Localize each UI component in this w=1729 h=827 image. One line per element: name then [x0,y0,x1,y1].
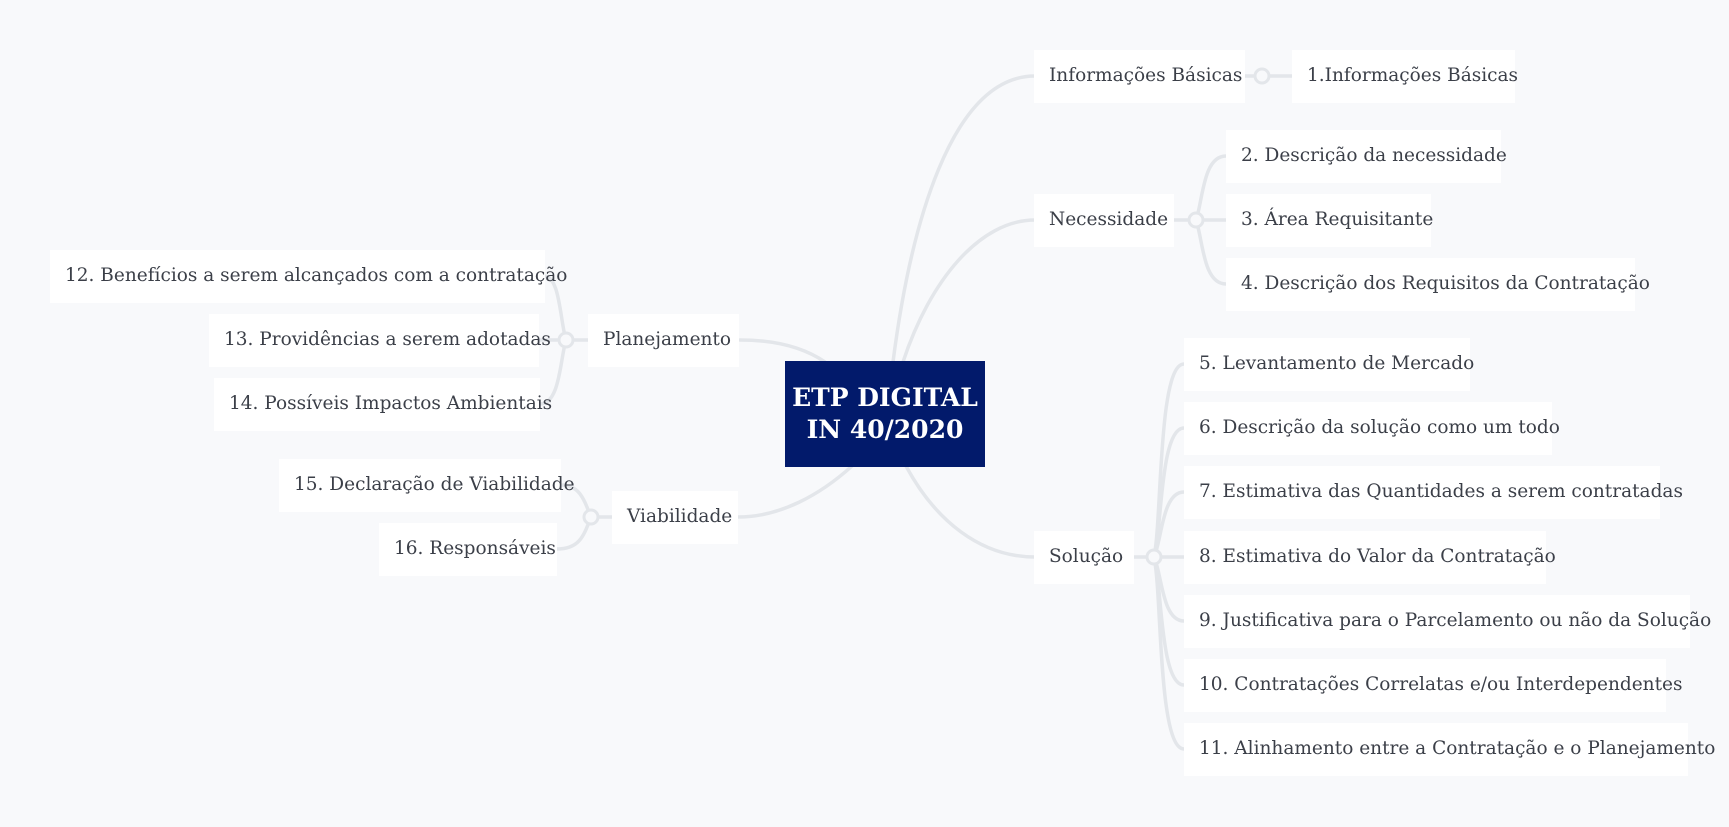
link-necessidade-child-1 [1194,154,1228,222]
leaf-node-9[interactable]: 9. Justificativa para o Parcelamento ou … [1184,595,1711,648]
branch-node-viabilidade[interactable]: Viabilidade [612,491,738,544]
leaf-node-16[interactable]: 16. Responsáveis [379,523,557,576]
leaf-node-4[interactable]: 4. Descrição dos Requisitos da Contrataç… [1226,258,1650,311]
link-necessidade-child-3 [1194,218,1228,286]
collapse-knob-planejamento[interactable] [557,331,575,349]
leaf-node-13[interactable]: 13. Providências a serem adotadas [209,314,551,367]
leaf-node-3[interactable]: 3. Área Requisitante [1226,194,1433,247]
root-title-line-2: IN 40/2020 [806,415,964,444]
collapse-knob-necessidade[interactable] [1187,211,1205,229]
link-root-viabilidade [736,464,854,519]
leaf-node-8[interactable]: 8. Estimativa do Valor da Contratação [1184,531,1556,584]
leaf-node-11[interactable]: 11. Alinhamento entre a Contratação e o … [1184,723,1715,776]
link-root-planejamento [738,338,827,364]
collapse-knob-viabilidade[interactable] [582,508,600,526]
link-root-informacoes [891,74,1037,364]
leaf-node-2[interactable]: 2. Descrição da necessidade [1226,130,1507,183]
link-solucao-child-7 [1152,555,1186,751]
leaf-node-7[interactable]: 7. Estimativa das Quantidades a serem co… [1184,466,1683,519]
branch-node-solucao[interactable]: Solução [1034,531,1134,584]
leaf-node-12[interactable]: 12. Benefícios a serem alcançados com a … [50,250,567,303]
branch-node-necessidade[interactable]: Necessidade [1034,194,1174,247]
leaf-node-1[interactable]: 1.Informações Básicas [1292,50,1518,103]
leaf-node-5[interactable]: 5. Levantamento de Mercado [1184,338,1474,391]
root-title-line-1: ETP DIGITAL [792,382,978,412]
branch-node-informacoes[interactable]: Informações Básicas [1034,50,1245,103]
leaf-node-10[interactable]: 10. Contratações Correlatas e/ou Interde… [1184,659,1682,712]
leaf-node-15[interactable]: 15. Declaração de Viabilidade [279,459,575,512]
leaf-node-6[interactable]: 6. Descrição da solução como um todo [1184,402,1560,455]
leaf-node-14[interactable]: 14. Possíveis Impactos Ambientais [214,378,552,431]
link-root-necessidade [901,218,1037,364]
collapse-knob-solucao[interactable] [1145,548,1163,566]
link-root-solucao [904,464,1037,559]
root-node[interactable]: ETP DIGITAL IN 40/2020 [785,361,985,467]
branch-node-planejamento[interactable]: Planejamento [588,314,739,367]
collapse-knob-informacoes[interactable] [1253,67,1271,85]
